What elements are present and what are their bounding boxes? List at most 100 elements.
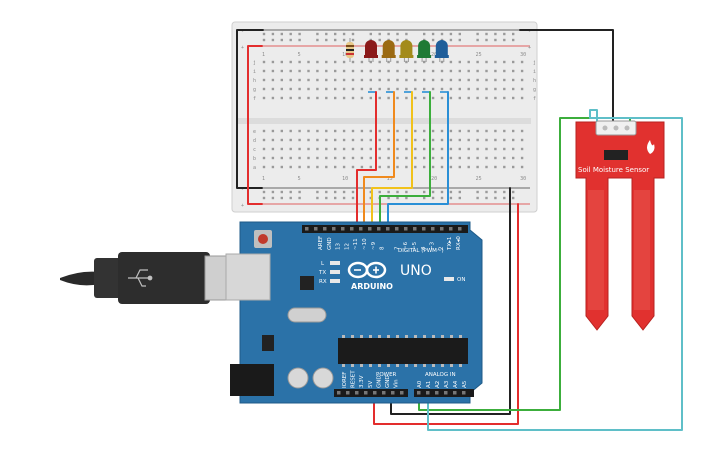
breadboard-hole[interactable] [325, 87, 328, 91]
breadboard-hole[interactable] [512, 147, 515, 151]
breadboard-hole[interactable] [494, 165, 497, 169]
breadboard-hole[interactable] [449, 147, 453, 151]
breadboard-hole[interactable] [334, 69, 337, 73]
breadboard-hole[interactable] [512, 156, 515, 160]
rail-hole[interactable] [396, 196, 399, 200]
rail-hole[interactable] [458, 38, 461, 42]
breadboard-hole[interactable] [262, 165, 266, 169]
rail-hole[interactable] [334, 38, 337, 42]
breadboard-hole[interactable] [360, 129, 364, 133]
rail-hole[interactable] [289, 32, 292, 36]
rail-hole[interactable] [512, 196, 515, 200]
breadboard-hole[interactable] [414, 69, 417, 73]
rail-hole[interactable] [369, 38, 372, 42]
breadboard-hole[interactable] [351, 96, 355, 100]
rail-hole[interactable] [280, 32, 283, 36]
breadboard-hole[interactable] [440, 87, 444, 91]
breadboard-hole[interactable] [378, 147, 381, 151]
breadboard-hole[interactable] [280, 69, 283, 73]
breadboard-hole[interactable] [378, 129, 381, 133]
breadboard-hole[interactable] [431, 138, 435, 142]
breadboard-hole[interactable] [351, 156, 355, 160]
breadboard-hole[interactable] [440, 156, 444, 160]
breadboard-hole[interactable] [334, 60, 337, 64]
rail-hole[interactable] [512, 38, 515, 42]
breadboard-hole[interactable] [440, 96, 444, 100]
breadboard-hole[interactable] [467, 129, 470, 133]
wire-red-rail-left[interactable] [247, 45, 263, 205]
breadboard-hole[interactable] [503, 156, 506, 160]
breadboard-hole[interactable] [467, 96, 470, 100]
breadboard-hole[interactable] [334, 78, 337, 82]
breadboard-hole[interactable] [396, 129, 399, 133]
breadboard-hole[interactable] [458, 129, 461, 133]
breadboard-hole[interactable] [387, 165, 390, 169]
breadboard-hole[interactable] [494, 156, 497, 160]
breadboard-hole[interactable] [476, 156, 479, 160]
breadboard-hole[interactable] [342, 129, 346, 133]
breadboard-hole[interactable] [520, 129, 524, 133]
breadboard-hole[interactable] [520, 60, 524, 64]
rail-hole[interactable] [503, 190, 506, 194]
breadboard-hole[interactable] [280, 165, 283, 169]
breadboard-hole[interactable] [423, 165, 426, 169]
rail-hole[interactable] [271, 190, 275, 194]
rail-hole[interactable] [262, 190, 266, 194]
rail-hole[interactable] [378, 38, 381, 42]
breadboard-hole[interactable] [458, 60, 461, 64]
breadboard-hole[interactable] [396, 138, 399, 142]
rail-hole[interactable] [316, 38, 319, 42]
breadboard-hole[interactable] [271, 87, 275, 91]
breadboard-hole[interactable] [360, 78, 364, 82]
breadboard-hole[interactable] [405, 96, 408, 100]
rail-hole[interactable] [316, 196, 319, 200]
arduino-uno-board[interactable]: L TX RX ON ARDUINO UNO DIGITAL (PWM~) PO… [225, 221, 483, 404]
breadboard-hole[interactable] [503, 129, 506, 133]
breadboard-hole[interactable] [307, 60, 310, 64]
rail-hole[interactable] [423, 190, 426, 194]
breadboard-hole[interactable] [449, 156, 453, 160]
rail-hole[interactable] [494, 196, 497, 200]
breadboard-hole[interactable] [298, 129, 301, 133]
rail-hole[interactable] [423, 196, 426, 200]
breadboard-hole[interactable] [476, 147, 479, 151]
breadboard-hole[interactable] [414, 60, 417, 64]
rail-hole[interactable] [512, 190, 515, 194]
breadboard-hole[interactable] [369, 87, 372, 91]
rail-hole[interactable] [298, 196, 301, 200]
rail-hole[interactable] [298, 190, 301, 194]
breadboard-hole[interactable] [431, 147, 435, 151]
rail-hole[interactable] [485, 38, 488, 42]
breadboard-hole[interactable] [449, 87, 453, 91]
breadboard-hole[interactable] [396, 78, 399, 82]
breadboard-hole[interactable] [342, 69, 346, 73]
rail-hole[interactable] [449, 32, 453, 36]
rail-hole[interactable] [449, 38, 453, 42]
breadboard-hole[interactable] [520, 96, 524, 100]
rail-hole[interactable] [342, 196, 346, 200]
breadboard-hole[interactable] [325, 78, 328, 82]
breadboard-hole[interactable] [405, 147, 408, 151]
rail-hole[interactable] [342, 32, 346, 36]
breadboard-hole[interactable] [369, 147, 372, 151]
breadboard-hole[interactable] [378, 156, 381, 160]
breadboard-hole[interactable] [431, 87, 435, 91]
breadboard-hole[interactable] [458, 147, 461, 151]
breadboard-hole[interactable] [334, 96, 337, 100]
rail-hole[interactable] [396, 32, 399, 36]
wire-teal-sensor-vcc[interactable] [427, 109, 683, 431]
breadboard-hole[interactable] [378, 78, 381, 82]
breadboard-hole[interactable] [512, 69, 515, 73]
rail-hole[interactable] [262, 38, 266, 42]
rail-hole[interactable] [262, 32, 266, 36]
breadboard-hole[interactable] [467, 87, 470, 91]
breadboard-hole[interactable] [423, 60, 426, 64]
breadboard-hole[interactable] [396, 69, 399, 73]
rail-hole[interactable] [458, 196, 461, 200]
rail-hole[interactable] [289, 190, 292, 194]
breadboard-hole[interactable] [334, 129, 337, 133]
breadboard-hole[interactable] [458, 96, 461, 100]
breadboard-hole[interactable] [512, 87, 515, 91]
rail-hole[interactable] [503, 38, 506, 42]
breadboard-hole[interactable] [307, 87, 310, 91]
